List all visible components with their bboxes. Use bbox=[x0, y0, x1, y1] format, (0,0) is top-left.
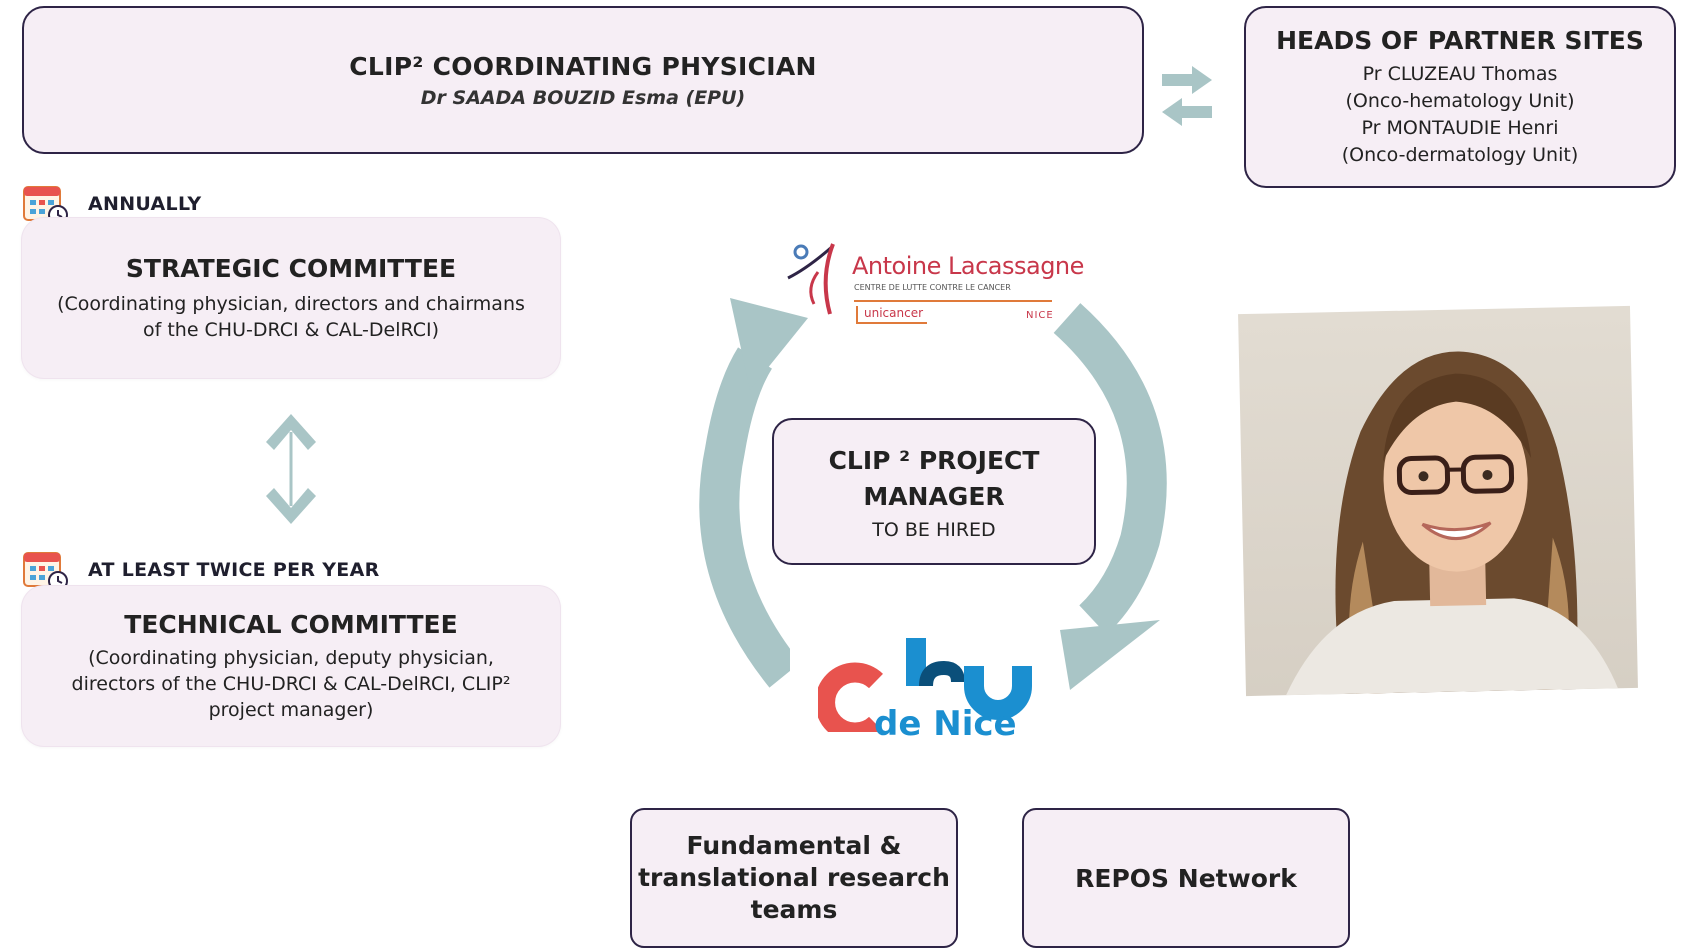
project-manager-box: CLIP ² PROJECT MANAGER TO BE HIRED bbox=[772, 418, 1096, 565]
strategic-desc-line: (Coordinating physician, directors and c… bbox=[57, 291, 525, 317]
partner-sites-box: HEADS OF PARTNER SITES Pr CLUZEAU Thomas… bbox=[1244, 6, 1676, 188]
twice-per-year-label: AT LEAST TWICE PER YEAR bbox=[88, 559, 380, 581]
lacassagne-name: Antoine Lacassagne bbox=[852, 252, 1084, 280]
partner-line: (Onco-dermatology Unit) bbox=[1342, 142, 1578, 169]
annually-label: ANNUALLY bbox=[88, 193, 201, 215]
strategic-committee-title: STRATEGIC COMMITTEE bbox=[126, 254, 456, 283]
chu-de-nice-logo: de Nice bbox=[790, 630, 1052, 778]
project-manager-status: TO BE HIRED bbox=[872, 519, 995, 541]
technical-desc-line: project manager) bbox=[209, 697, 374, 723]
person-silhouette bbox=[1238, 306, 1638, 696]
chu-de-nice-text: de Nice bbox=[874, 704, 1017, 744]
portrait-photo bbox=[1238, 306, 1638, 696]
vertical-double-arrow-icon bbox=[264, 412, 318, 526]
repos-network-box: REPOS Network bbox=[1022, 808, 1350, 948]
unicancer-label: unicancer bbox=[856, 306, 927, 324]
project-manager-title-line2: MANAGER bbox=[863, 479, 1004, 515]
strategic-committee-box: STRATEGIC COMMITTEE (Coordinating physic… bbox=[22, 218, 560, 378]
coordinating-physician-box: CLIP² COORDINATING PHYSICIAN Dr SAADA BO… bbox=[22, 6, 1144, 154]
partner-sites-title: HEADS OF PARTNER SITES bbox=[1276, 26, 1644, 55]
partner-line: (Onco-hematology Unit) bbox=[1346, 88, 1575, 115]
strategic-desc-line: of the CHU-DRCI & CAL-DelRCI) bbox=[143, 317, 439, 343]
coordinating-physician-name: Dr SAADA BOUZID Esma (EPU) bbox=[421, 87, 745, 109]
repos-network-label: REPOS Network bbox=[1075, 864, 1297, 893]
research-teams-line: Fundamental & bbox=[687, 830, 902, 862]
project-manager-title-line1: CLIP ² PROJECT bbox=[829, 443, 1040, 479]
partner-line: Pr CLUZEAU Thomas bbox=[1363, 61, 1558, 88]
partner-line: Pr MONTAUDIE Henri bbox=[1362, 115, 1559, 142]
technical-desc-line: (Coordinating physician, deputy physicia… bbox=[88, 645, 494, 671]
research-teams-line: translational research bbox=[638, 862, 950, 894]
antoine-lacassagne-logo: Antoine Lacassagne CENTRE DE LUTTE CONTR… bbox=[778, 238, 1058, 336]
lacassagne-divider bbox=[854, 300, 1052, 302]
research-teams-line: teams bbox=[751, 894, 838, 926]
double-arrow-exchange-icon bbox=[1160, 66, 1214, 136]
research-teams-box: Fundamental & translational research tea… bbox=[630, 808, 958, 948]
technical-committee-title: TECHNICAL COMMITTEE bbox=[124, 610, 457, 639]
lacassagne-tagline: CENTRE DE LUTTE CONTRE LE CANCER bbox=[854, 283, 1011, 292]
coordinating-physician-title: CLIP² COORDINATING PHYSICIAN bbox=[349, 52, 817, 81]
technical-desc-line: directors of the CHU-DRCI & CAL-DelRCI, … bbox=[72, 671, 511, 697]
technical-committee-box: TECHNICAL COMMITTEE (Coordinating physic… bbox=[22, 586, 560, 746]
lacassagne-city: NICE bbox=[1026, 310, 1054, 321]
lacassagne-figure-icon bbox=[778, 238, 850, 320]
